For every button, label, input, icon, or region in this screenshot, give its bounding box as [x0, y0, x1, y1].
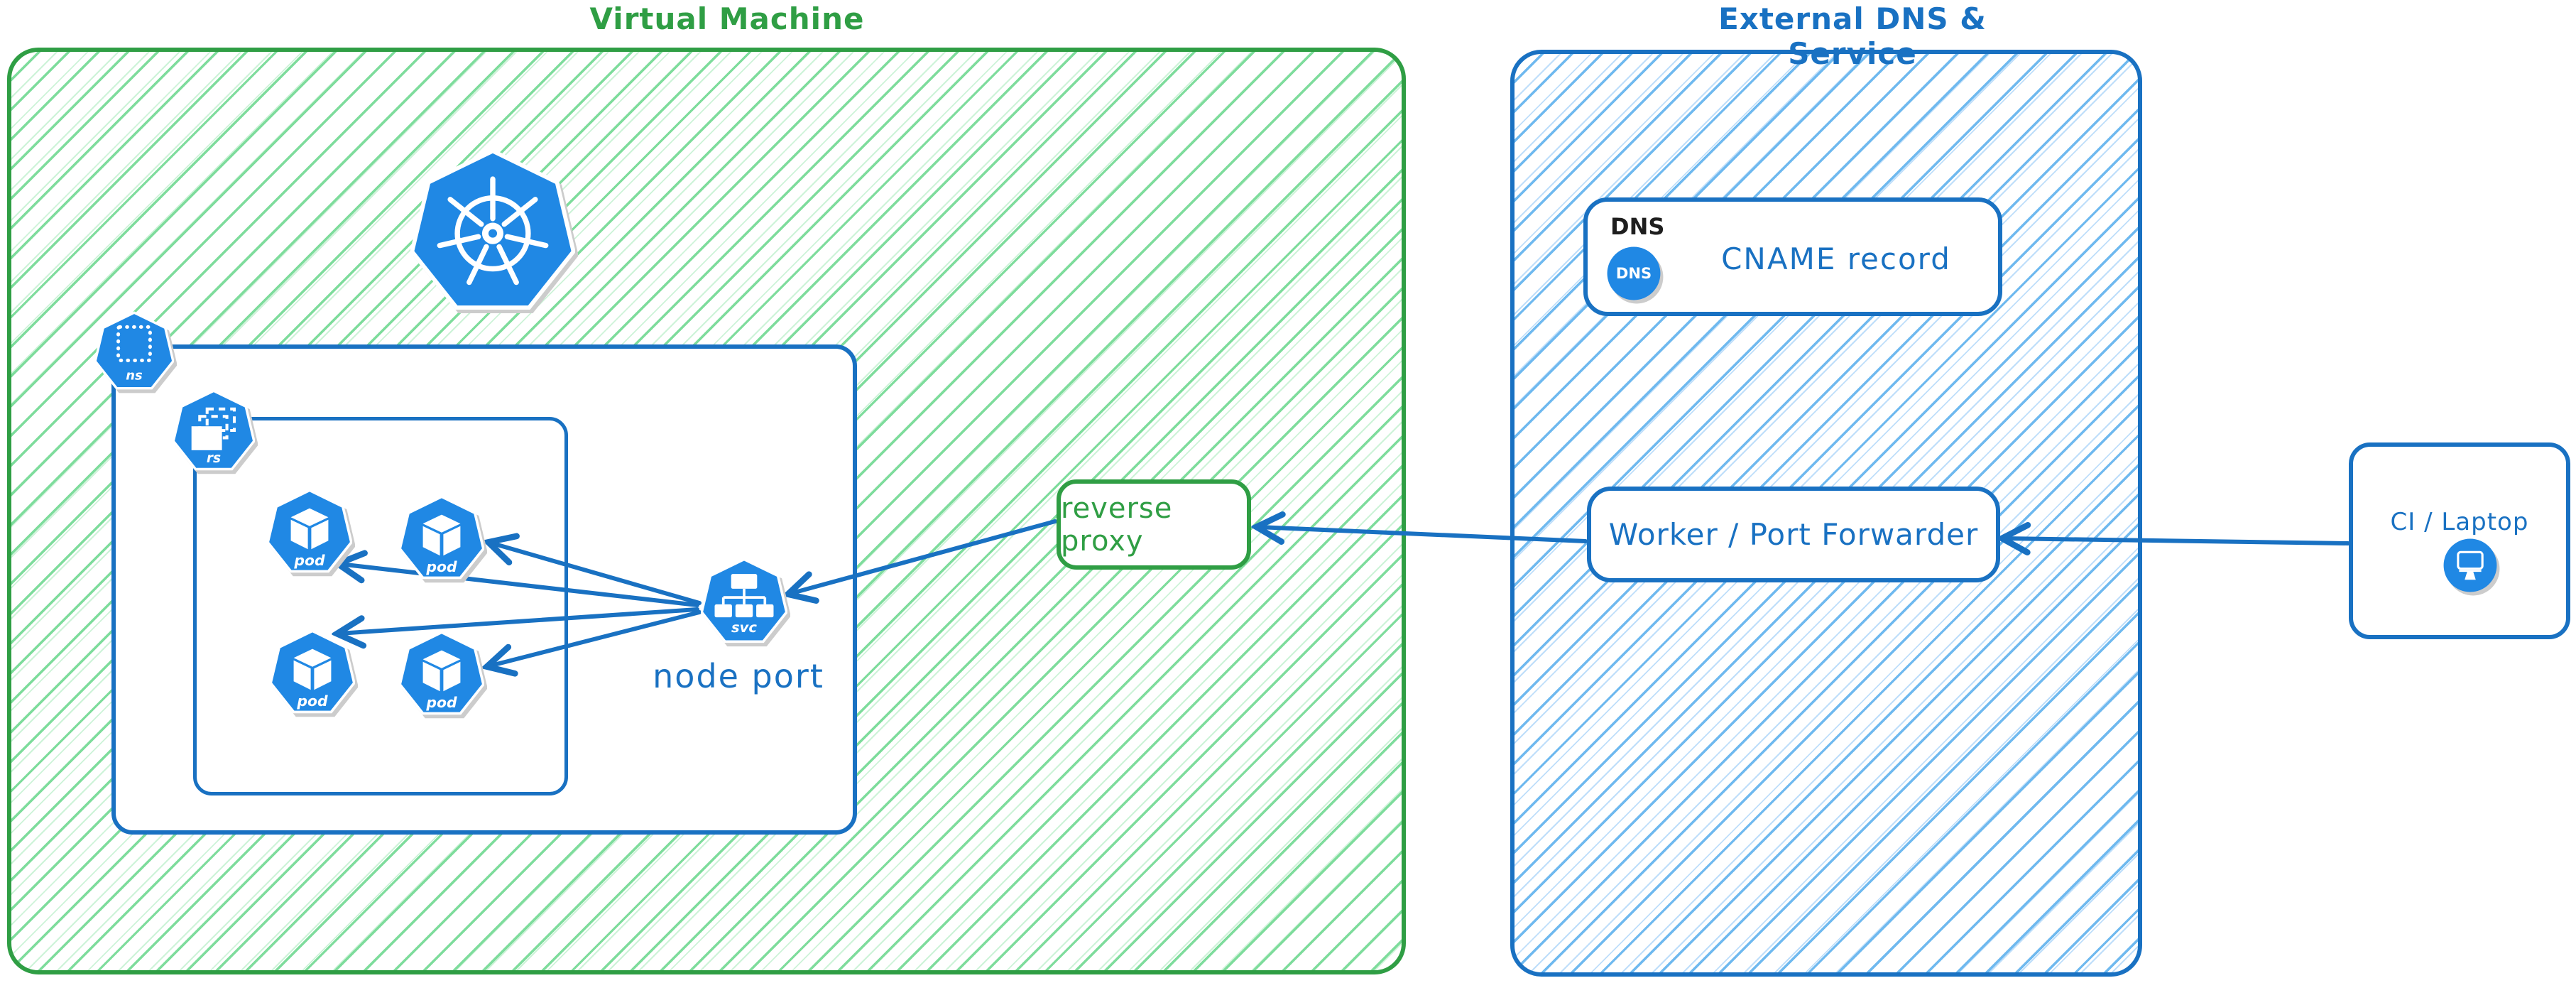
ci-laptop-box: CI / Laptop	[2349, 442, 2570, 639]
reverse-proxy-label: reverse proxy	[1061, 492, 1173, 558]
kubernetes-logo-icon	[410, 148, 575, 313]
pod-icon-label: pod	[293, 552, 325, 569]
pod-icon-2: pod	[399, 495, 484, 580]
node-port-label: node port	[653, 657, 824, 695]
worker-port-forwarder-box: Worker / Port Forwarder	[1587, 487, 2000, 582]
dns-icon-label: DNS	[1616, 264, 1652, 282]
pod-icon-label: pod	[425, 694, 457, 711]
worker-port-forwarder-label: Worker / Port Forwarder	[1608, 517, 1979, 552]
service-icon-label: svc	[731, 619, 757, 636]
laptop-icon	[2443, 538, 2498, 593]
replicaset-icon-label: rs	[207, 451, 221, 466]
reverse-proxy-box: reverse proxy	[1057, 479, 1251, 570]
pod-icon-label: pod	[296, 693, 328, 710]
namespace-icon: ns	[94, 311, 174, 391]
pod-icon-3: pod	[270, 629, 355, 715]
dns-cname-box: DNS DNS CNAME record	[1583, 197, 2002, 316]
replicaset-boundary-box	[193, 417, 568, 795]
external-dns-service-title: External DNS & Service	[1718, 1, 1987, 71]
dns-tag-label: DNS	[1610, 213, 1665, 240]
pod-icon-label: pod	[425, 558, 457, 575]
dns-icon: DNS	[1606, 246, 1661, 301]
cname-record-label: CNAME record	[1721, 241, 1951, 276]
service-icon: svc	[701, 558, 787, 644]
replicaset-icon: rs	[173, 389, 255, 472]
virtual-machine-title: Virtual Machine	[589, 1, 865, 36]
pod-icon-1: pod	[267, 489, 352, 574]
ci-laptop-label: CI / Laptop	[2390, 508, 2529, 536]
namespace-icon-label: ns	[126, 368, 143, 383]
pod-icon-4: pod	[399, 631, 484, 716]
